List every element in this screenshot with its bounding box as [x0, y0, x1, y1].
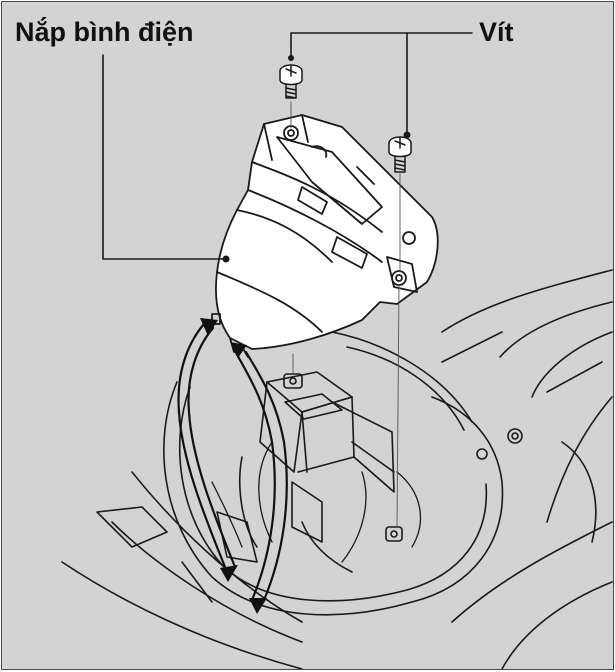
wiring	[211, 441, 422, 563]
screw-label: Vít	[479, 17, 514, 47]
callout-leaders	[102, 32, 473, 260]
alignment-lines	[290, 101, 401, 528]
arrow-heads	[200, 318, 267, 614]
battery-cover-label: Nắp bình điện	[15, 17, 194, 47]
battery	[216, 371, 403, 573]
screw-left	[279, 64, 303, 99]
screw-right	[388, 136, 412, 173]
scooter-body	[61, 269, 613, 669]
removal-arrows	[177, 322, 288, 602]
callout-markers	[222, 55, 411, 263]
